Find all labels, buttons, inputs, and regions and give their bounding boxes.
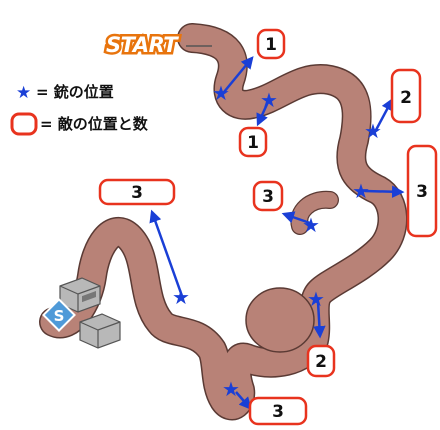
star-icon: ★ [172,285,190,309]
enemy-count-e1: 1 [265,35,277,55]
supply-area: S [42,277,121,349]
enemy-box-e3: 2 [390,68,422,124]
enemy-count-e5: 3 [262,187,274,207]
legend: ★ = 銃の位置 = 敵の位置と数 [10,83,149,136]
arrow-to-e8 [235,391,252,410]
arrow-to-e4 [364,185,405,198]
enemy-count-e2: 1 [247,133,259,153]
legend-enemy-box-icon [10,112,38,136]
legend-star-text: = 銃の位置 [36,83,114,101]
star-icon: ★ [222,377,240,401]
start-marker: START [104,31,212,60]
arrow-to-e1 [223,56,254,93]
enemy-count-e7: 2 [315,352,327,372]
enemy-box-e4: 3 [406,144,438,238]
star-icon: ★ [352,179,370,203]
start-label: START [106,33,179,57]
enemy-box-e1: 1 [256,28,286,60]
enemy-box-e2: 1 [238,126,268,158]
enemy-count-e6: 3 [131,183,143,203]
enemy-count-e3: 2 [400,88,412,108]
supply-crate-icon [79,313,121,349]
star-icon: ★ [302,213,320,237]
star-icon: ★ [307,287,325,311]
enemy-count-e8: 3 [272,402,284,422]
safe-letter: S [54,307,65,325]
gun-arrows [149,56,405,410]
star-icon: ★ [364,119,382,143]
enemy-box-e6: 3 [98,178,176,206]
legend-box-text: = 敵の位置と数 [40,115,149,133]
safe-diamond-icon: S [42,298,76,332]
arrow-to-e5 [281,211,311,225]
enemy-count-e4: 3 [416,182,428,202]
map-path [39,23,408,421]
enemy-box-e5: 3 [252,180,284,212]
arrow-to-e2 [256,101,270,127]
legend-star-icon: ★ [16,83,31,103]
arrow-to-e6 [149,209,184,297]
gun-positions: ★ ★ ★ ★ ★ ★ ★ ★ [172,81,382,401]
star-icon: ★ [260,88,278,112]
enemy-markers: 1 1 2 3 3 3 2 3 [98,28,438,426]
enemy-box-e7: 2 [306,344,336,378]
arrow-to-e3 [374,97,394,131]
star-icon: ★ [212,81,230,105]
arrow-to-e7 [313,301,326,339]
enemy-box-e8: 3 [248,396,308,426]
